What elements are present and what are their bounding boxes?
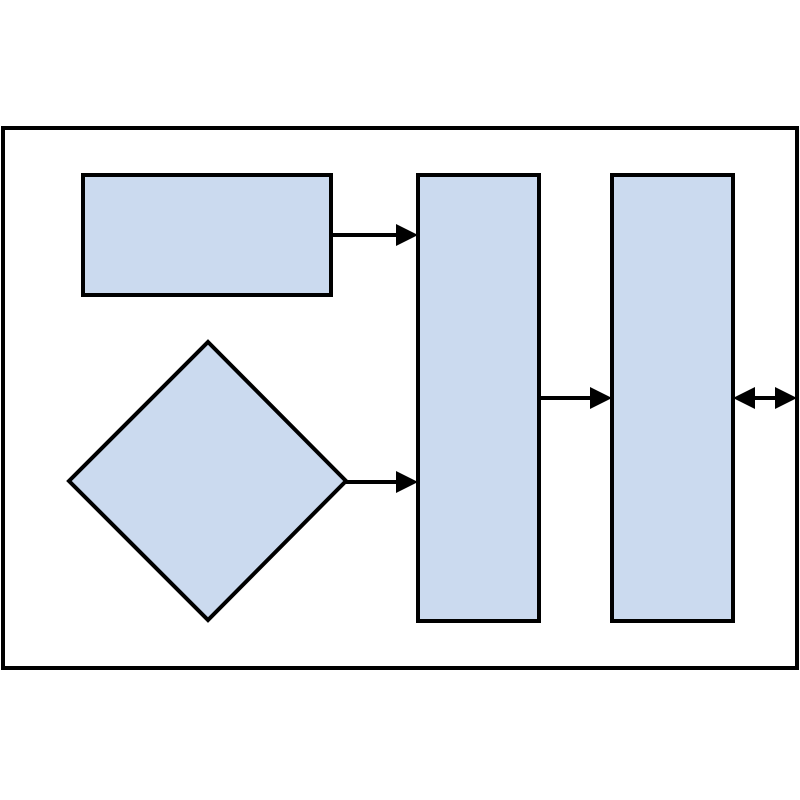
decision-diamond bbox=[66, 339, 349, 623]
arrowhead-right-to-frame-right bbox=[775, 387, 797, 409]
middle-column-block bbox=[416, 173, 541, 623]
arrowhead-right-to-frame-left bbox=[733, 387, 755, 409]
right-column-block bbox=[610, 173, 735, 623]
top-left-block bbox=[81, 173, 333, 297]
arrowhead-middle-to-right bbox=[590, 387, 612, 409]
arrowhead-diamond-to-middle bbox=[396, 471, 418, 493]
arrowhead-block-to-middle bbox=[396, 224, 418, 246]
